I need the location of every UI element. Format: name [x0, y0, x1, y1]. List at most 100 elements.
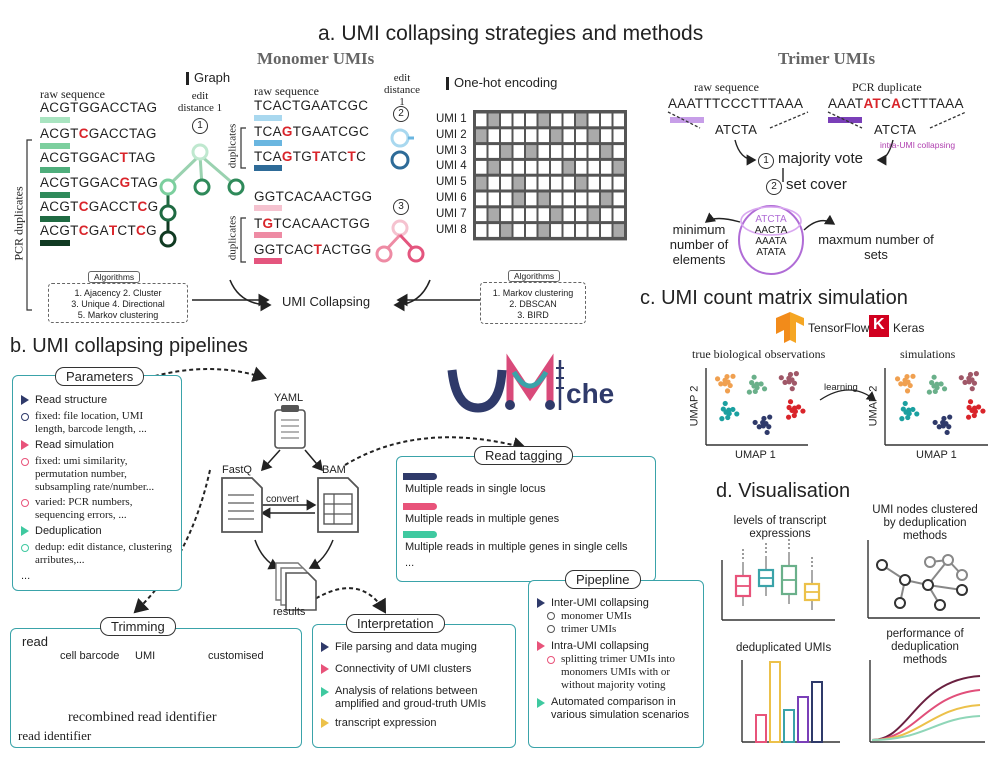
edit-distance-1: edit distance 1 — [177, 90, 223, 114]
trim-cell-barcode: cell barcode — [60, 650, 120, 662]
interpretation-title: Interpretation — [346, 614, 445, 633]
scatter-point — [965, 414, 972, 420]
scatter-point — [725, 414, 731, 421]
monomer-title: Monomer UMIs — [257, 49, 375, 68]
scatter-point — [902, 400, 908, 407]
onehot-cell — [601, 160, 612, 174]
scatter-point — [751, 374, 757, 380]
scatter-point — [905, 414, 911, 421]
umiche-logo-che: che — [566, 378, 615, 409]
onehot-cell — [513, 192, 524, 206]
max-sets: maxmum number of sets — [818, 232, 934, 262]
onehot-cell — [526, 145, 537, 158]
trim-read-identifier: read identifier — [18, 728, 92, 743]
intra-umi-label: intra-UMI collapsing — [880, 140, 956, 150]
onehot-cell — [576, 145, 587, 158]
onehot-cell — [476, 208, 487, 222]
fastq-icon — [221, 477, 263, 533]
raw-seq-label: raw sequence — [40, 87, 105, 101]
scatter-point — [900, 406, 906, 412]
scatter-point — [934, 381, 940, 387]
scatter-point — [940, 423, 946, 429]
read-tagging-title: Read tagging — [474, 446, 574, 465]
scatter-point — [761, 386, 768, 392]
bam-label: BAM — [322, 464, 346, 476]
performance-label: performance of deduplication methods — [886, 628, 964, 666]
onehot-cell — [588, 176, 599, 190]
onehot-cell — [513, 113, 524, 127]
raw-bar — [40, 117, 70, 123]
trimer-pcr-label: PCR duplicate — [852, 80, 922, 94]
duplicates-label-2: duplicates — [226, 215, 239, 261]
onehot-cell — [563, 113, 574, 127]
tensorflow-logo — [776, 312, 804, 343]
dup-seq-3: TGTCACAACTGG — [254, 216, 371, 231]
read-tagging-box: Multiple reads in single locus Multiple … — [396, 456, 656, 582]
scatter-point — [782, 379, 788, 385]
onehot-cell — [488, 208, 499, 222]
dup-seq-4: GGTCACTACTGG — [254, 242, 372, 257]
convert-label: convert — [266, 494, 299, 505]
onehot-cell — [588, 160, 599, 174]
simulations-label: simulations — [900, 347, 956, 361]
scatter-point — [754, 381, 760, 387]
onehot-cell — [551, 160, 562, 174]
onehot-cell — [538, 224, 549, 237]
trimer-short-2: ATCTA — [874, 122, 917, 137]
performance-chart — [869, 660, 985, 743]
onehot-cell — [551, 145, 562, 158]
onehot-cell — [563, 176, 574, 190]
onehot-cell — [601, 208, 612, 222]
onehot-cell — [563, 224, 574, 237]
scatter-point — [789, 386, 795, 392]
onehot-cell — [551, 192, 562, 206]
umap1-a: UMAP 1 — [735, 449, 776, 461]
onehot-cell — [476, 224, 487, 237]
scatter-point — [746, 389, 752, 395]
scatter-point — [941, 415, 947, 422]
onehot-cell — [601, 129, 612, 143]
fastq-label: FastQ — [222, 464, 252, 476]
scatter-point — [932, 419, 938, 426]
onehot-cell — [576, 160, 587, 174]
scatter-point — [758, 381, 764, 387]
scatter-point — [749, 380, 755, 386]
scatter-point — [718, 381, 724, 387]
trimer-raw-label: raw sequence — [694, 80, 759, 94]
onehot-cell — [501, 224, 512, 237]
scatter-point — [778, 375, 784, 381]
tensorflow-label: TensorFlow — [808, 321, 870, 335]
onehot-cell — [526, 192, 537, 206]
scatter-point — [766, 424, 772, 430]
onehot-cell — [488, 129, 499, 143]
onehot-cell — [576, 224, 587, 237]
keras-label: Keras — [893, 321, 925, 335]
onehot-cell — [538, 208, 549, 222]
edit-distance-2: edit distance 1 — [383, 72, 421, 108]
bar-chart — [741, 660, 840, 743]
scatter-point — [785, 414, 792, 420]
onehot-cell — [588, 145, 599, 158]
scatter-point — [907, 382, 913, 389]
scatter-point — [932, 388, 938, 395]
parameters-box: Read structure fixed: file location, UMI… — [12, 375, 182, 591]
scatter-point — [793, 371, 799, 377]
scatter-point — [791, 412, 797, 419]
interpretation-box: File parsing and data muging Connectivit… — [312, 624, 516, 748]
umiche-logo-graphic — [447, 353, 564, 413]
onehot-cell — [476, 192, 487, 206]
algorithms-tag-2: Algorithms — [508, 270, 561, 282]
pcr-bracket — [26, 139, 32, 311]
onehot-cell — [613, 160, 624, 174]
onehot-cell — [513, 145, 524, 158]
onehot-cell — [501, 129, 512, 143]
onehot-cell — [501, 160, 512, 174]
dedup-umis-label: deduplicated UMIs — [736, 642, 832, 654]
scatter-point — [795, 404, 802, 410]
scatter-point — [719, 416, 725, 422]
scatter-point — [722, 400, 728, 407]
trim-customised: customised — [208, 650, 264, 662]
scatter-point — [730, 373, 736, 379]
